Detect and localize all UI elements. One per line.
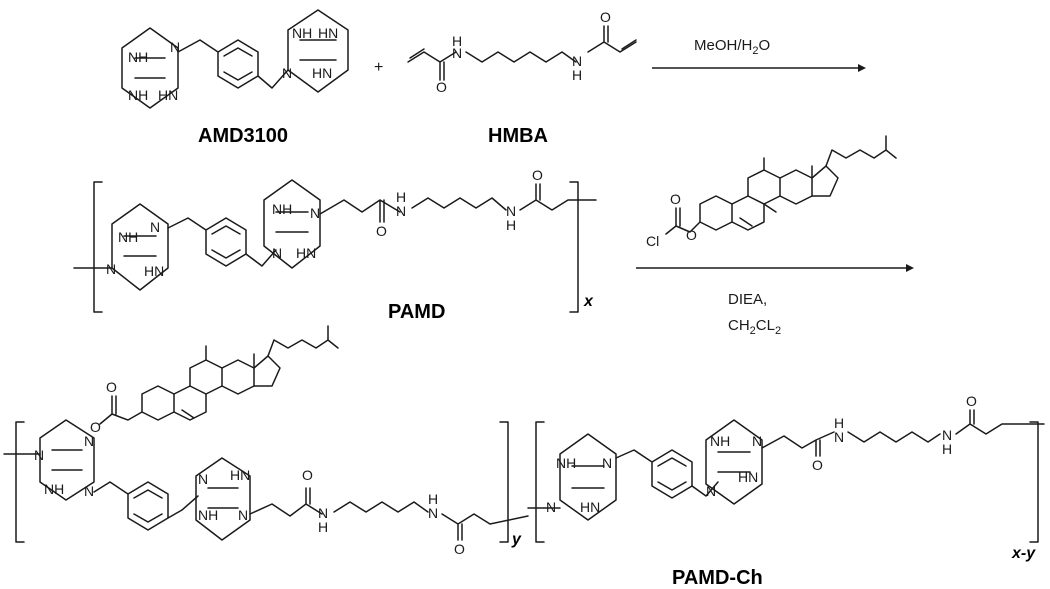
atom-n: N bbox=[546, 499, 556, 515]
condition-solvent-1: MeOH/H2O bbox=[694, 37, 770, 57]
atom-hn: HN bbox=[312, 65, 332, 81]
atom-nh: NH bbox=[292, 25, 312, 41]
atom-n: N bbox=[84, 433, 94, 449]
atom-n: N bbox=[318, 505, 328, 521]
atom-h: H bbox=[428, 491, 438, 507]
reaction-arrow-2 bbox=[636, 264, 914, 272]
atom-hn: HN bbox=[318, 25, 338, 41]
atom-o: O bbox=[686, 227, 697, 243]
atom-hn: HN bbox=[158, 87, 178, 103]
reaction-arrow-1 bbox=[652, 64, 866, 72]
atom-n: N bbox=[834, 429, 844, 445]
atom-o: O bbox=[436, 79, 447, 95]
atom-o: O bbox=[302, 467, 313, 483]
atom-hn: HN bbox=[738, 469, 758, 485]
atom-nh: NH bbox=[128, 49, 148, 65]
atom-n: N bbox=[452, 45, 462, 61]
atom-h: H bbox=[942, 441, 952, 457]
repeat-index-x-minus-y: x-y bbox=[1011, 545, 1036, 562]
atom-o: O bbox=[670, 191, 681, 207]
hmba-structure: H N O N H O bbox=[407, 9, 637, 95]
atom-nh: NH bbox=[118, 229, 138, 245]
atom-o: O bbox=[90, 419, 101, 435]
atom-n: N bbox=[272, 245, 282, 261]
atom-n: N bbox=[282, 65, 292, 81]
atom-nh: NH bbox=[44, 481, 64, 497]
amd3100-structure: NH N NH HN NH HN N HN bbox=[121, 9, 349, 109]
compound-label-pamd-ch: PAMD-Ch bbox=[672, 567, 763, 589]
atom-nh: NH bbox=[128, 87, 148, 103]
atom-n: N bbox=[942, 427, 952, 443]
atom-nh: NH bbox=[272, 201, 292, 217]
atom-h: H bbox=[506, 217, 516, 233]
pamd-structure: NH N N HN NH N N HN O H N N H O bbox=[73, 167, 597, 313]
atom-cl: Cl bbox=[646, 233, 659, 249]
atom-n: N bbox=[572, 53, 582, 69]
atom-n: N bbox=[84, 483, 94, 499]
atom-nh: NH bbox=[556, 455, 576, 471]
atom-o: O bbox=[812, 457, 823, 473]
atom-o: O bbox=[966, 393, 977, 409]
atom-n: N bbox=[198, 471, 208, 487]
repeat-index-y: y bbox=[511, 531, 522, 548]
atom-h: H bbox=[318, 519, 328, 535]
atom-o: O bbox=[376, 223, 387, 239]
atom-n: N bbox=[170, 39, 180, 55]
atom-n: N bbox=[150, 219, 160, 235]
atom-n: N bbox=[106, 261, 116, 277]
atom-o: O bbox=[532, 167, 543, 183]
atom-hn: HN bbox=[230, 467, 250, 483]
atom-hn: HN bbox=[144, 263, 164, 279]
atom-n: N bbox=[706, 483, 716, 499]
condition-solvent-2: CH2CL2 bbox=[728, 317, 781, 337]
atom-n: N bbox=[602, 455, 612, 471]
atom-hn: HN bbox=[296, 245, 316, 261]
atom-h: H bbox=[452, 33, 462, 49]
compound-label-pamd: PAMD bbox=[388, 301, 445, 323]
atom-o: O bbox=[600, 9, 611, 25]
atom-h: H bbox=[572, 67, 582, 83]
compound-label-amd3100: AMD3100 bbox=[198, 125, 288, 147]
cholesteryl-chloroformate-structure: O O Cl bbox=[646, 135, 897, 249]
atom-n: N bbox=[752, 433, 762, 449]
atom-h: H bbox=[834, 415, 844, 431]
atom-hn: HN bbox=[580, 499, 600, 515]
atom-n: N bbox=[506, 203, 516, 219]
atom-n: N bbox=[396, 203, 406, 219]
pamd-ch-structure: O O N N NH N N HN NH N O N H H N O NH N … bbox=[3, 325, 1045, 557]
compound-label-hmba: HMBA bbox=[488, 125, 548, 147]
atom-nh: NH bbox=[710, 433, 730, 449]
atom-n: N bbox=[238, 507, 248, 523]
atom-n: N bbox=[428, 505, 438, 521]
plus-sign: + bbox=[374, 59, 383, 76]
atom-h: H bbox=[396, 189, 406, 205]
atom-o: O bbox=[106, 379, 117, 395]
atom-nh: NH bbox=[198, 507, 218, 523]
repeat-index-x: x bbox=[583, 293, 594, 310]
atom-o: O bbox=[454, 541, 465, 557]
atom-n: N bbox=[310, 205, 320, 221]
condition-base-2: DIEA, bbox=[728, 291, 767, 308]
atom-n: N bbox=[34, 447, 44, 463]
